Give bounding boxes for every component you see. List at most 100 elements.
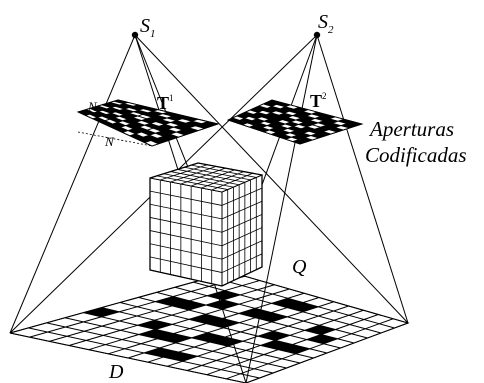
- detector-plane: [9, 271, 410, 383]
- detector-gridline: [46, 322, 274, 374]
- cube-front-face-gridline: [149, 190, 223, 206]
- cube-top-face-gridline: [221, 174, 263, 193]
- source-2-label: S2: [318, 11, 334, 36]
- aperture-1-cell: [106, 102, 120, 107]
- aperture-1-cell: [112, 122, 126, 128]
- cube-front-face-gridline: [149, 243, 223, 260]
- aperture-1-gridline: [122, 113, 179, 133]
- cube-top-face-gridline: [170, 166, 217, 183]
- ray-source-2: [316, 34, 409, 324]
- aperture-1-gridline: [89, 107, 172, 140]
- caption-line-2: Codificadas: [365, 143, 467, 167]
- aperture-1-gridline: [151, 123, 219, 147]
- source-1-label: S1: [140, 15, 156, 40]
- aperture-2-gridline: [241, 113, 319, 139]
- aperture-2-gridline: [292, 121, 354, 143]
- aperture-2-gridline: [227, 119, 301, 145]
- cube-top-face-gridline: [191, 169, 235, 187]
- cube-front-face-gridline: [149, 256, 223, 273]
- ray-source-1: [134, 34, 409, 324]
- aperture-1-cell: [93, 111, 107, 116]
- cube-top-face-gridline: [177, 169, 245, 183]
- aperture-1-cell: [78, 110, 90, 116]
- aperture-1-gridline: [85, 109, 166, 143]
- aperture-1-gridline: [97, 105, 186, 136]
- aperture-1-cell: [133, 104, 148, 109]
- aperture-1-cell: [127, 117, 142, 123]
- cube-top-face-gridline: [160, 164, 208, 181]
- aperture-2-gridline: [278, 116, 336, 138]
- aperture-2-gridline: [299, 123, 363, 145]
- cube-side-face-gridline: [221, 253, 263, 273]
- detector-gridline: [28, 327, 260, 379]
- aperture-1-cell: [107, 124, 121, 129]
- cube-top-face-gridline: [180, 167, 226, 185]
- aperture-2-gridline: [232, 117, 307, 143]
- aperture-1-cell: [94, 106, 107, 111]
- aperture-1-cell: [122, 119, 137, 124]
- aperture-1-cell: [106, 107, 120, 112]
- aperture-1-cell: [130, 122, 145, 127]
- cube-top-face-gridline: [156, 175, 228, 190]
- cube-side-face-gridline: [221, 240, 263, 260]
- aperture-1-cell: [114, 100, 128, 104]
- cube-top-face-gridline: [191, 164, 257, 178]
- aperture-1-gridline: [81, 110, 159, 145]
- source-2-point: [313, 31, 321, 39]
- aperture-1-cell: [119, 114, 133, 120]
- aperture-2-cell: [276, 102, 290, 107]
- cube-front-face-gridline: [149, 217, 223, 233]
- aperture-1-cell: [100, 120, 113, 126]
- cube-front-face-gridline: [149, 230, 223, 247]
- aperture-1-cell: [101, 114, 115, 120]
- cube-side-face-gridline: [221, 227, 263, 247]
- cube-top-face-gridline: [201, 171, 244, 189]
- cube-top-face-gridline: [149, 177, 223, 193]
- aperture-2-gridline: [271, 113, 327, 135]
- aperture-1-cell: [152, 115, 167, 120]
- aperture-1-cell: [129, 106, 144, 111]
- aperture-1-gridline: [144, 121, 209, 144]
- projection-rays: [9, 34, 409, 383]
- cube-top-face-gridline: [184, 166, 251, 181]
- object-cube: [149, 162, 264, 287]
- ray-source-1: [9, 34, 136, 334]
- aperture-1-gridline: [93, 106, 179, 138]
- aperture-size-label-side: N: [104, 134, 115, 149]
- aperture-2-gridline: [249, 109, 332, 135]
- ray-source-2: [245, 34, 318, 383]
- aperture-2-gridline: [285, 118, 345, 140]
- aperture-1-cell: [124, 113, 138, 118]
- aperture-1-cell: [142, 112, 158, 118]
- aperture-1-cell: [119, 109, 134, 114]
- aperture-1-cell: [115, 110, 129, 115]
- aperture-1-cell: [89, 112, 102, 118]
- coded-aperture-1: [76, 99, 220, 147]
- aperture-1-gridline: [129, 116, 189, 137]
- cube-top-face-gridline: [211, 172, 254, 191]
- aperture-1-gridline: [137, 118, 199, 140]
- aperture-1-label: T1: [157, 93, 174, 113]
- aperture-1-cell: [109, 117, 123, 123]
- aperture-size-label-top: N: [87, 99, 98, 114]
- aperture-2-cell: [267, 100, 281, 105]
- aperture-1-cell: [92, 117, 105, 123]
- cube-front-face-gridline: [149, 203, 223, 220]
- aperture-1-cell: [115, 127, 128, 133]
- cube-side-face-gridline: [221, 200, 263, 220]
- cube-top-face-gridline: [163, 173, 234, 188]
- source-1-point: [131, 31, 139, 39]
- detector-gridline: [9, 332, 247, 383]
- aperture-1-cell: [162, 112, 178, 117]
- caption-line-1: Aperturas: [368, 117, 454, 141]
- aperture-1-cell: [106, 113, 120, 118]
- cube-top-face-gridline: [170, 171, 240, 186]
- cube-outline: [149, 162, 263, 287]
- aperture-1-cell: [133, 110, 148, 115]
- aperture-1-cell: [141, 118, 156, 124]
- aperture-2-gridline: [245, 111, 325, 137]
- aperture-2-label: T2: [310, 91, 327, 111]
- aperture-1-gridline: [77, 111, 153, 147]
- aperture-1-cell: [102, 108, 116, 114]
